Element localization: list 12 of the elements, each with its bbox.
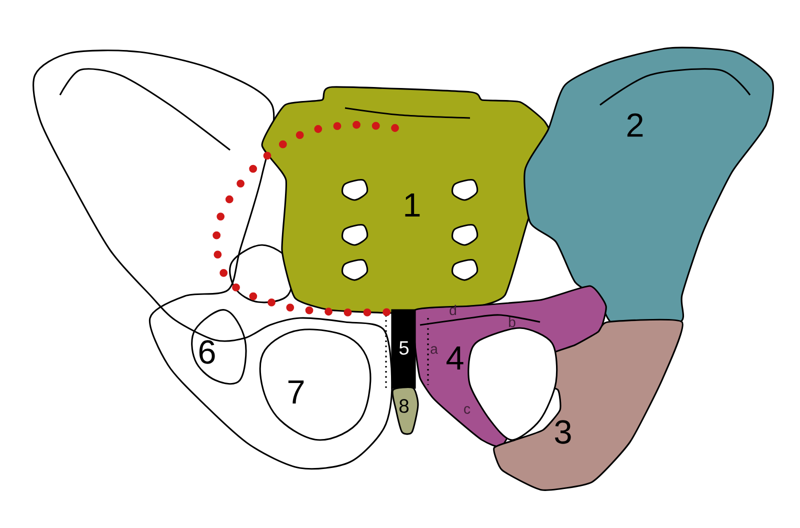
callout-letter: c	[464, 406, 470, 414]
callout-number: 1	[405, 194, 420, 216]
callout-number: 2	[627, 113, 643, 137]
callout-number: 6	[199, 340, 215, 364]
callout-number: 8	[399, 399, 409, 413]
callout-letter: a	[430, 346, 438, 354]
callout-letter: d	[450, 304, 456, 316]
callout-number: 4	[446, 346, 464, 370]
callout-number: 7	[288, 380, 304, 404]
callout-number: 3	[555, 420, 571, 444]
callout-letter: b	[509, 316, 516, 328]
callout-number: 5	[399, 341, 409, 355]
